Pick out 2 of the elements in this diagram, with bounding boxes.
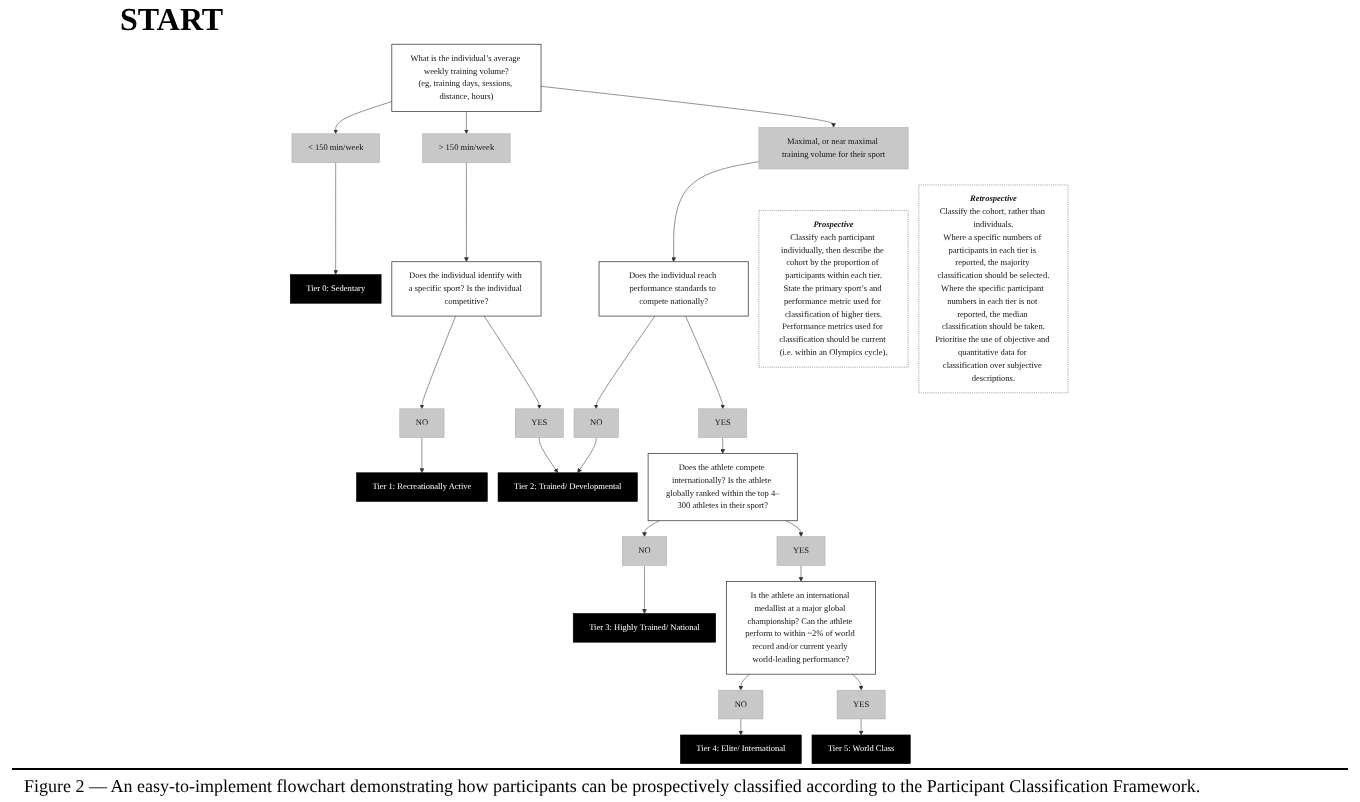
start-heading: START [118,2,226,40]
figure-caption: Figure 2 — An easy-to-implement flowchart demonstrating how participants can be prospectively classified according to the Participant Classification Framework. [12,768,1348,802]
